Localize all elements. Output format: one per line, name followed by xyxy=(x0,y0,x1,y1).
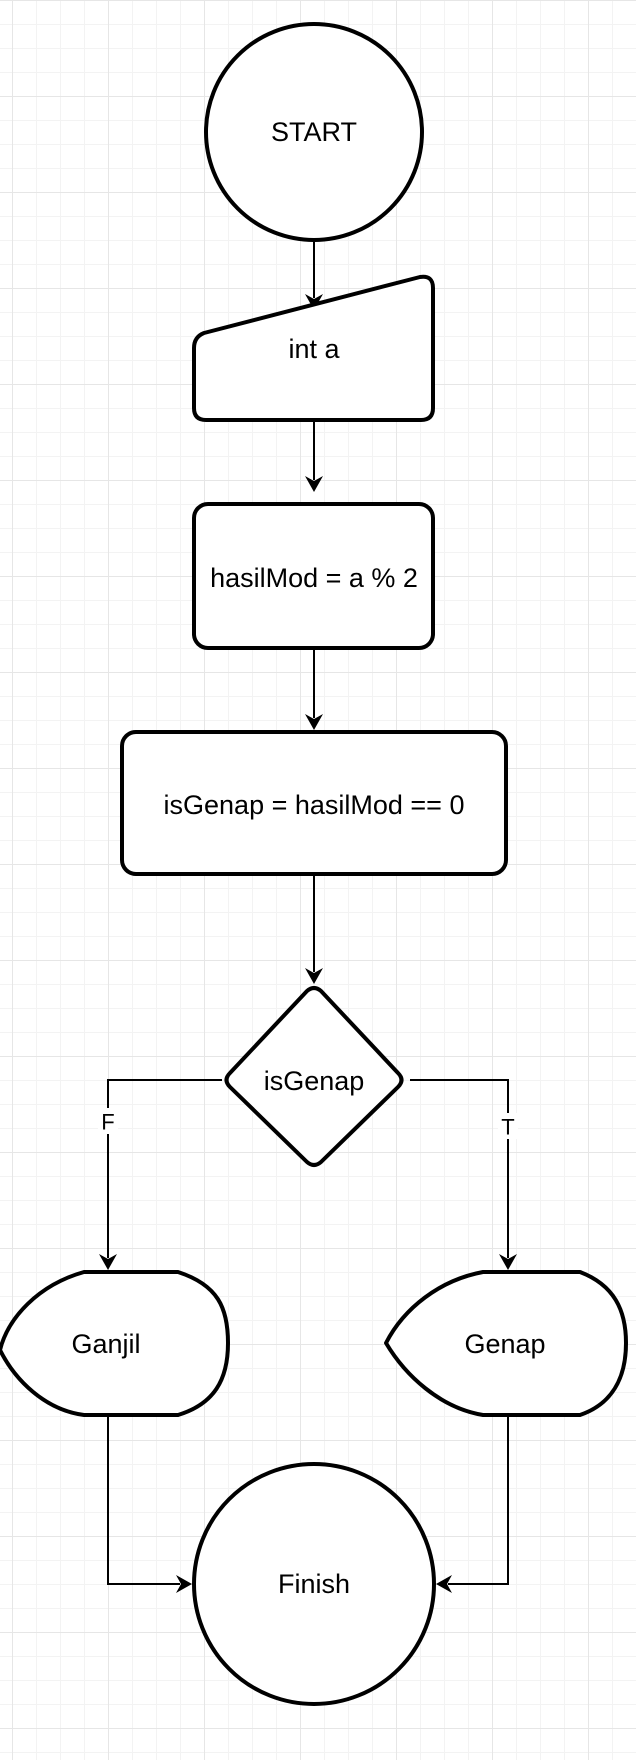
edge-start-to-input xyxy=(305,240,323,310)
node-even[interactable]: Genap xyxy=(384,1270,628,1417)
node-odd-label: Ganjil xyxy=(71,1329,140,1359)
node-start[interactable]: START xyxy=(204,22,424,242)
edge-mod-to-compare xyxy=(305,648,323,730)
edge-decision-to-even xyxy=(410,1079,517,1270)
node-decision[interactable]: isGenap xyxy=(224,986,404,1167)
node-even-label: Genap xyxy=(464,1329,545,1359)
edge-input-to-mod xyxy=(305,420,323,492)
node-decision-label: isGenap xyxy=(264,1066,365,1096)
node-start-label: START xyxy=(271,117,357,147)
node-input-label: int a xyxy=(288,334,340,364)
edge-label-false: F xyxy=(98,1108,118,1135)
node-compare-label: isGenap = hasilMod == 0 xyxy=(164,790,465,820)
node-input[interactable]: int a xyxy=(192,274,435,422)
edge-decision-to-odd xyxy=(99,1079,222,1270)
node-compare[interactable]: isGenap = hasilMod == 0 xyxy=(120,730,508,876)
edge-compare-to-decision xyxy=(305,874,323,984)
edge-even-to-finish xyxy=(436,1415,509,1593)
edge-label-false-text: F xyxy=(101,1110,114,1135)
node-finish-label: Finish xyxy=(278,1569,350,1599)
edge-label-true-text: T xyxy=(501,1115,514,1140)
node-finish[interactable]: Finish xyxy=(192,1462,436,1706)
node-odd[interactable]: Ganjil xyxy=(0,1270,230,1417)
edge-label-true: T xyxy=(498,1113,518,1140)
node-mod-label: hasilMod = a % 2 xyxy=(210,563,418,593)
edge-odd-to-finish xyxy=(107,1415,192,1593)
node-mod[interactable]: hasilMod = a % 2 xyxy=(192,502,435,650)
